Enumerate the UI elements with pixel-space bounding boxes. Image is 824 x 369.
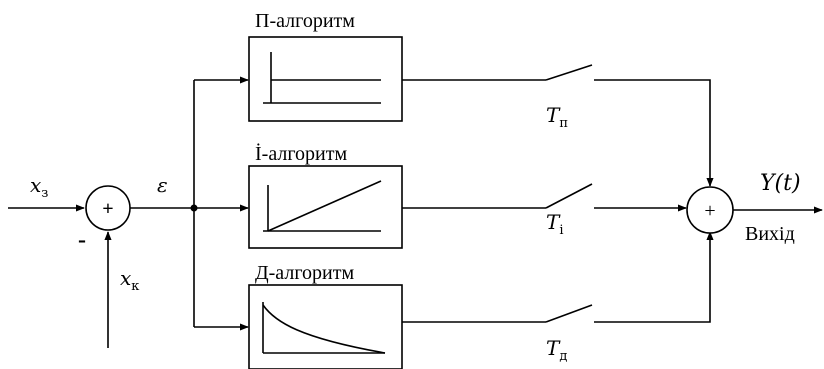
d-algorithm-block [248, 284, 403, 369]
output-sum-sign: + [704, 200, 715, 222]
error-label: ε [157, 173, 168, 197]
switch-p [545, 64, 593, 81]
input-sum-sign: + [102, 198, 113, 220]
d-decay-response-graph [262, 302, 386, 354]
p-algorithm-block [248, 36, 403, 122]
minus-sign: - [78, 227, 86, 253]
setpoint-label: xз [30, 173, 48, 201]
switch-i [545, 183, 593, 209]
switch-i-label: Tі [546, 210, 564, 238]
switch-d-label: Tд [546, 336, 567, 364]
feedback-label: xк [120, 266, 139, 294]
i-block-title: İ-алгоритм [255, 142, 348, 165]
p-block-title: П-алгоритм [255, 10, 355, 32]
switch-d [545, 304, 593, 323]
p-step-response-graph [263, 52, 381, 104]
d-path-to-summer [594, 231, 714, 323]
output-signal-label: Y(t) [760, 171, 801, 196]
output-label: Вихід [745, 223, 795, 245]
d-block-title: Д-алгоритм [255, 262, 354, 284]
i-ramp-response-graph [263, 180, 382, 232]
switch-p-label: Tп [546, 103, 568, 131]
p-path-to-summer [594, 79, 714, 187]
i-algorithm-block [248, 165, 403, 249]
